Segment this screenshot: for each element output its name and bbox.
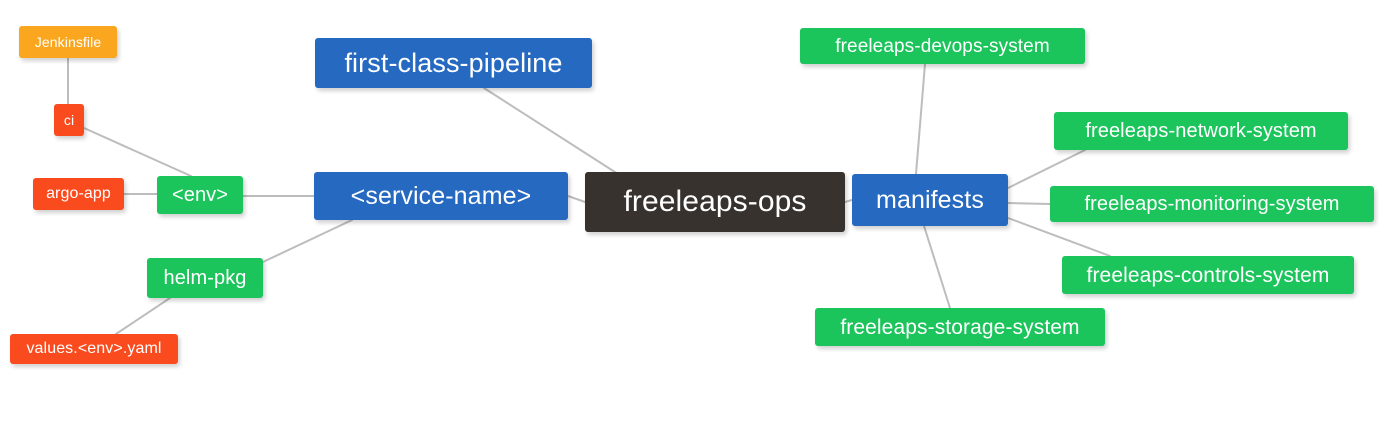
node-freeleaps-storage-system[interactable]: freeleaps-storage-system [815,308,1105,346]
edge-service-name-to-helm-pkg [262,219,353,263]
edge-freeleaps-ops-to-service-name [567,195,586,203]
node-values-env-yaml[interactable]: values.<env>.yaml [10,334,178,364]
node-ci[interactable]: ci [54,104,84,136]
node-first-class-pipeline[interactable]: first-class-pipeline [315,38,592,88]
edge-freeleaps-ops-to-manifests [844,199,853,203]
node-env[interactable]: <env> [157,176,243,214]
edge-manifests-to-freeleaps-controls-system [1007,217,1111,257]
node-helm-pkg[interactable]: helm-pkg [147,258,263,298]
node-freeleaps-ops[interactable]: freeleaps-ops [585,172,845,232]
edge-manifests-to-freeleaps-network-system [1007,149,1086,189]
node-freeleaps-monitoring-system[interactable]: freeleaps-monitoring-system [1050,186,1374,222]
node-freeleaps-devops-system[interactable]: freeleaps-devops-system [800,28,1085,64]
node-freeleaps-network-system[interactable]: freeleaps-network-system [1054,112,1348,150]
edge-manifests-to-freeleaps-monitoring-system [1007,202,1051,205]
node-service-name[interactable]: <service-name> [314,172,568,220]
edge-manifests-to-freeleaps-storage-system [923,225,951,309]
edge-manifests-to-freeleaps-devops-system [915,63,926,175]
node-freeleaps-controls-system[interactable]: freeleaps-controls-system [1062,256,1354,294]
node-jenkinsfile[interactable]: Jenkinsfile [19,26,117,58]
edge-freeleaps-ops-to-first-class-pipeline [483,87,619,175]
node-argo-app[interactable]: argo-app [33,178,124,210]
edge-helm-pkg-to-values-env-yaml [115,297,171,335]
edge-env-to-ci [83,127,192,177]
node-manifests[interactable]: manifests [852,174,1008,226]
